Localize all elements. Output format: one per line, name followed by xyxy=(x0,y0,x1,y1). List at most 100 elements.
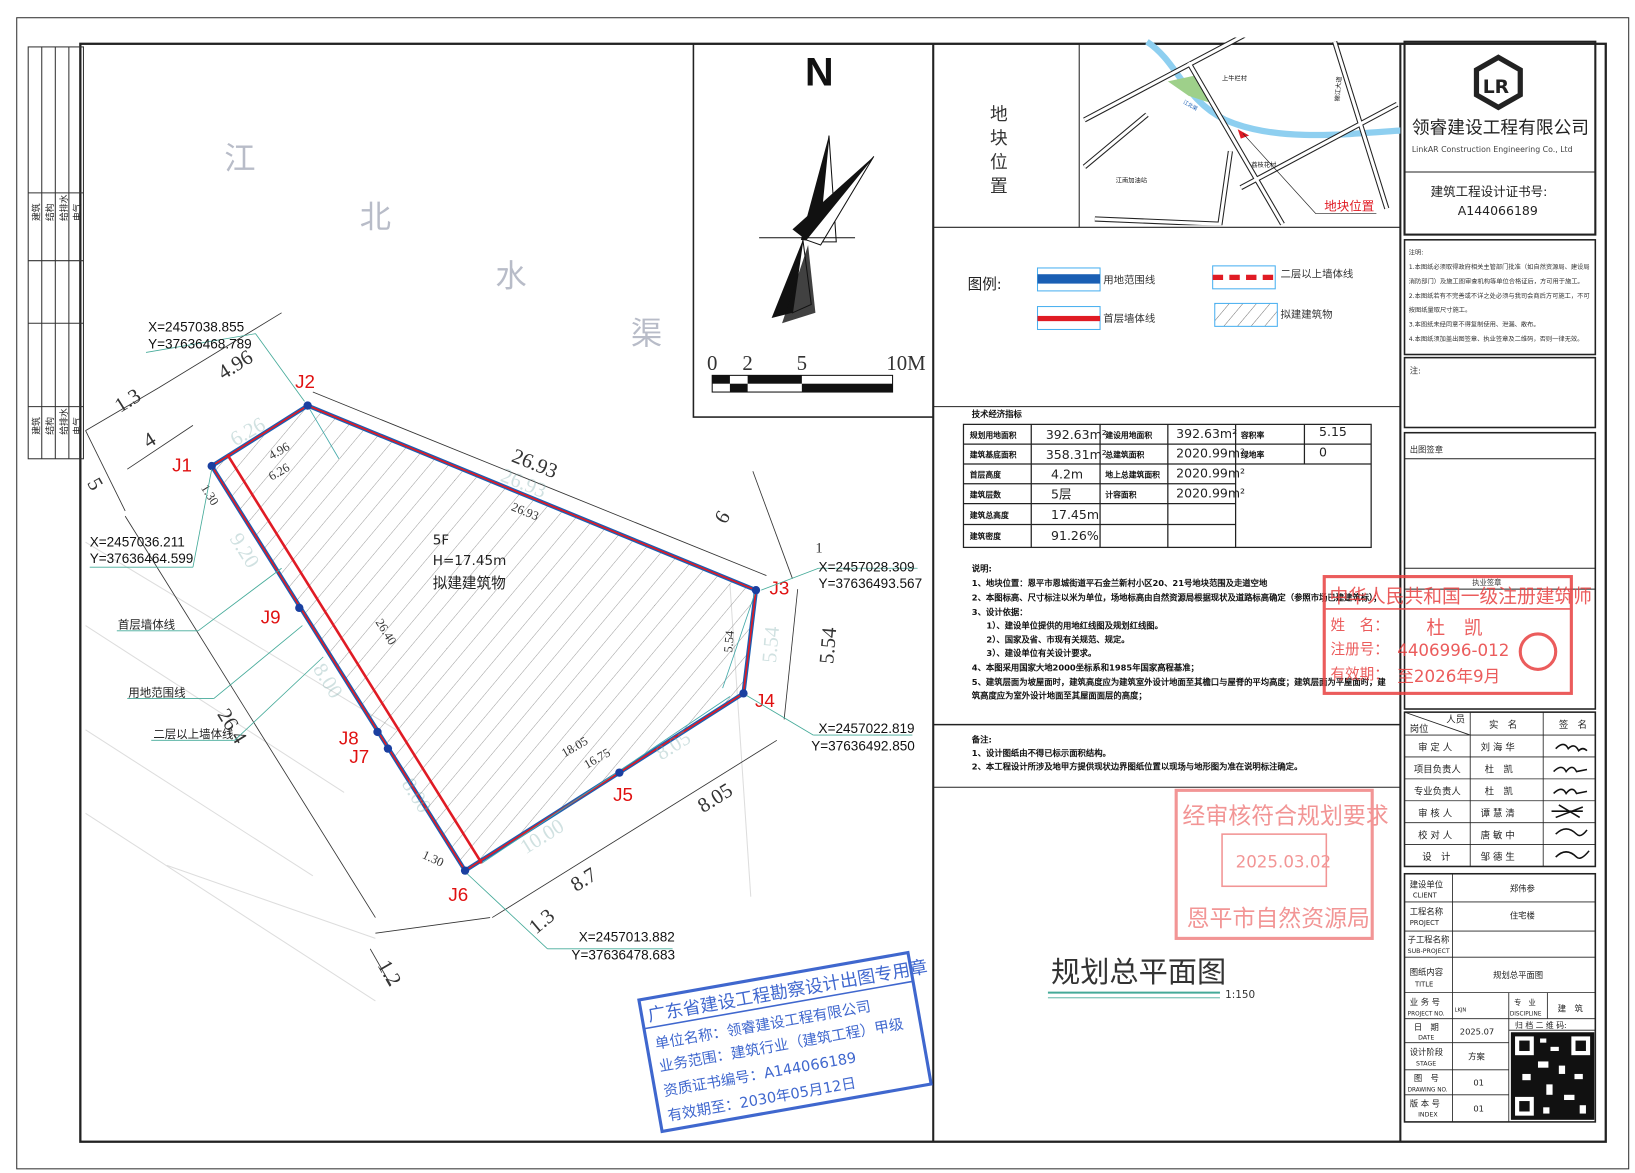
building-height: H=17.45m xyxy=(433,553,507,569)
coord-y-j2: Y=37636468.789 xyxy=(148,336,252,351)
point-label-j9: J9 xyxy=(261,607,281,628)
person-name: 唐 敏 中 xyxy=(1481,829,1515,841)
approval-date: 2025.03.02 xyxy=(1236,852,1331,871)
person-name: 杜 凯 xyxy=(1485,764,1514,776)
header-role: 岗位 xyxy=(1410,723,1429,735)
title-block: LR 领睿建设工程有限公司 LinkAR Construction Engine… xyxy=(1403,40,1597,1123)
stage-value: 方案 xyxy=(1468,1051,1485,1061)
stamp-practice-label: 执业签章 xyxy=(1472,578,1501,587)
note-line: 筑高度应为室外设计地面至其屋面面层的高度； xyxy=(972,691,1147,702)
date-label: 日 期 xyxy=(1414,1022,1439,1032)
dim-label: 1.30 xyxy=(420,848,446,870)
general-notes-title: 注明: xyxy=(1409,247,1424,256)
location-label: 地块位置 xyxy=(987,104,1008,200)
table-value: 0 xyxy=(1319,445,1327,460)
strip-label: 建筑 xyxy=(31,203,43,221)
note-line: 4、本图采用国家大地2000坐标系和1985年国家高程基准； xyxy=(972,662,1199,673)
coord-y-j1: Y=37636464.599 xyxy=(90,551,194,566)
architect-name: 杜 凯 xyxy=(1426,617,1482,639)
table-cell: 绿地率 xyxy=(1241,450,1265,460)
point-label-j2: J2 xyxy=(295,371,315,392)
general-note-line: 按图纸量取尺寸施工。 xyxy=(1409,305,1472,314)
note-line: 1、地块位置：恩平市恩城街道平石金兰新村小区20、21号地块范围及走道空地 xyxy=(972,578,1268,588)
table-value: 5层 xyxy=(1051,486,1071,501)
remark-line: 1、设计图纸由不得已标示面积结构。 xyxy=(972,748,1111,758)
approval-text: 经审核符合规划要求 xyxy=(1182,804,1388,830)
strip-label: 结构 xyxy=(44,203,56,221)
sub-label-en: SUB-PROJECT xyxy=(1408,948,1450,955)
dim-label: 5.54 xyxy=(814,626,841,665)
architect-name-label: 姓 名： xyxy=(1330,617,1388,634)
bg-label: 水 xyxy=(495,259,526,295)
role: 项目负责人 xyxy=(1414,764,1462,776)
legend-label: 首层墙体线 xyxy=(1103,312,1156,325)
general-note-line: 3.本图纸未经同意不得复制使用、泄漏、散布。 xyxy=(1409,319,1540,328)
coord-x-j3: X=2457028.309 xyxy=(819,559,915,574)
role: 设 计 xyxy=(1422,851,1450,863)
leader-first-floor-wall: 首层墙体线 xyxy=(118,618,176,632)
client-label: 建设单位 xyxy=(1410,879,1443,889)
sub-label: 子工程名称 xyxy=(1408,935,1450,945)
general-note-line: 4.本图纸须加盖出图签章、执业签章及二维码，否则一律无效。 xyxy=(1409,334,1584,343)
bg-label: 渠 xyxy=(631,316,662,352)
note-line: 3）、建设单位有关设计要求。 xyxy=(986,648,1096,658)
table-value: 392.63m² xyxy=(1046,427,1107,442)
table-cell: 规划用地面积 xyxy=(970,430,1017,440)
legend-swatch-land-boundary xyxy=(1037,274,1101,284)
dim-label: 1 xyxy=(815,541,822,557)
note-line: 1）、建设单位提供的用地红线图及规划红线图。 xyxy=(986,621,1163,631)
legend: 图例: 用地范围线 二层以上墙体线 首层墙体线 拟建建筑物 xyxy=(933,265,1401,408)
scale-tick: 5 xyxy=(797,351,807,375)
architect-valid: 至2026年9月 xyxy=(1397,667,1500,686)
architect-reg: 4406996-012 xyxy=(1397,641,1509,660)
map-label: 锦江大道 xyxy=(1332,75,1343,101)
table-value: 358.31m² xyxy=(1046,447,1107,462)
building-label: 拟建建筑物 xyxy=(433,575,506,592)
approval-stamp: 经审核符合规划要求 2025.03.02 恩平市自然资源局 xyxy=(1174,788,1389,940)
dim-label: 8.7 xyxy=(566,862,601,896)
person-name: 谭 慧 清 xyxy=(1481,807,1515,819)
note-line: 3、设计依据： xyxy=(972,607,1028,617)
architect-emblem-icon xyxy=(1518,632,1558,671)
bg-label: 北 xyxy=(360,199,391,235)
note-line: 2、本图标高、尺寸标注以米为单位，场地标高由自然资源局根据现状及道路标高确定（参… xyxy=(972,593,1382,604)
stage-label-en: STAGE xyxy=(1416,1061,1436,1068)
upper-floor-wall-line xyxy=(226,453,483,865)
scale-tick: 10M xyxy=(886,351,925,375)
drawing-scale: 1:150 xyxy=(1225,989,1255,1001)
table-cell: 建筑基底面积 xyxy=(969,450,1017,460)
role: 审 定 人 xyxy=(1418,742,1453,754)
scale-tick: 0 xyxy=(707,351,717,375)
faint-dim-label: 5.54 xyxy=(757,625,784,664)
leader-upper-wall: 二层以上墙体线 xyxy=(153,727,234,741)
person-name: 杜 凯 xyxy=(1485,786,1514,798)
architect-reg-label: 注册号： xyxy=(1330,641,1388,658)
dim-label: 1.30 xyxy=(198,482,221,508)
drawing-title: 规划总平面图 xyxy=(1051,955,1226,989)
point-label-j8: J8 xyxy=(339,727,359,748)
map-site-label: 地块位置 xyxy=(1324,199,1374,214)
disc-label-en: DISCIPLINE xyxy=(1510,1012,1542,1018)
notes-title: 说明: xyxy=(972,563,992,573)
svg-text:LR: LR xyxy=(1483,77,1510,98)
map-label: 江南加油站 xyxy=(1116,175,1147,184)
company-name: 领睿建设工程有限公司 xyxy=(1412,117,1589,138)
no-value: LKJN xyxy=(1455,1007,1467,1013)
bg-label: 江 xyxy=(224,141,255,177)
dim-label: 5 xyxy=(82,473,108,494)
table-cell: 建筑密度 xyxy=(969,531,1001,541)
table-cell: 计容面积 xyxy=(1105,489,1136,499)
table-value: 2020.99m² xyxy=(1176,446,1245,461)
legend-swatch-first-wall xyxy=(1037,315,1101,322)
left-signature-strip: 建筑 结构 给排水 电气 建筑 结构 给排水 电气 xyxy=(27,46,84,460)
coord-x-j1: X=2457036.211 xyxy=(90,534,185,549)
dim-label: 6 xyxy=(709,507,735,528)
approval-authority: 恩平市自然资源局 xyxy=(1187,906,1370,932)
person-name: 刘 海 华 xyxy=(1481,742,1515,754)
idx-value: 01 xyxy=(1473,1103,1484,1113)
strip-label: 结构 xyxy=(44,417,56,435)
cert-label: 建筑工程设计证书号: xyxy=(1431,184,1548,199)
table-value: 2020.99m² xyxy=(1176,485,1245,500)
dim-label: 1.3 xyxy=(110,383,145,417)
north-arrow-panel: N 0 2 5 10M xyxy=(692,43,935,418)
